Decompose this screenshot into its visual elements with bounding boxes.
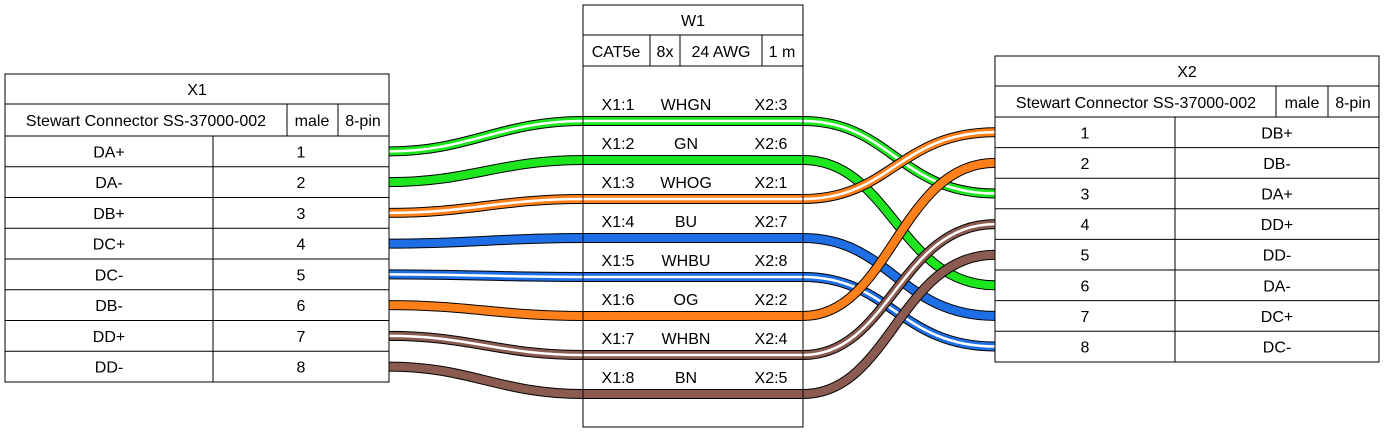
x2-pin-number: 1 bbox=[1081, 125, 1090, 142]
x2-pin-label: DB+ bbox=[1261, 125, 1293, 142]
x1-pin-number: 3 bbox=[297, 206, 306, 223]
wire-from-label: X1:2 bbox=[602, 136, 635, 153]
x1-pin-number: 2 bbox=[297, 175, 306, 192]
x2-pin-label: DC- bbox=[1263, 340, 1291, 357]
x2-pin-label: DA+ bbox=[1261, 187, 1293, 204]
cable-w1-type: CAT5e bbox=[592, 44, 641, 61]
connector-x1-gender: male bbox=[295, 113, 330, 130]
x1-pin-label: DB- bbox=[95, 298, 123, 315]
wire-from-label: X1:4 bbox=[602, 214, 635, 231]
x2-pin-label: DB- bbox=[1263, 156, 1291, 173]
wire-color-label: WHBU bbox=[662, 253, 711, 270]
connector-x1-pincount: 8-pin bbox=[345, 113, 381, 130]
x1-pin-label: DA- bbox=[95, 175, 123, 192]
wire-color-label: GN bbox=[674, 136, 698, 153]
x2-pin-number: 3 bbox=[1081, 187, 1090, 204]
connector-x2-gender: male bbox=[1285, 95, 1320, 112]
cable-w1-gauge: 24 AWG bbox=[692, 44, 751, 61]
cable-w1-wire-labels: X1:1 WHGN X2:3X1:2 GN X2:6X1:3 WHOG X2:1X1:4 BU… bbox=[602, 97, 788, 387]
x1-pin-label: DA+ bbox=[93, 144, 125, 161]
wire-to-label: X2:4 bbox=[755, 331, 788, 348]
x2-pin-number: 5 bbox=[1081, 248, 1090, 265]
cable-w1-count: 8x bbox=[657, 44, 674, 61]
connector-x2-pin-table: 1 DB+ 2 DB- 3 DA+ 4 DD+ 5 DD- 6 DA- 7 DC+ 8 DC- bbox=[995, 125, 1379, 357]
wire-from-label: X1:5 bbox=[602, 253, 635, 270]
cable-w1-title: W1 bbox=[681, 13, 705, 30]
wire-to-label: X2:3 bbox=[755, 97, 788, 114]
x2-pin-number: 8 bbox=[1081, 340, 1090, 357]
x1-pin-number: 4 bbox=[297, 237, 306, 254]
wire-color-label: BU bbox=[675, 214, 697, 231]
wire-color-label: BN bbox=[675, 370, 697, 387]
wire-from-label: X1:7 bbox=[602, 331, 635, 348]
connector-x1: X1 Stewart Connector SS-37000-002 male 8… bbox=[4, 73, 390, 383]
x2-pin-label: DA- bbox=[1263, 278, 1291, 295]
cable-w1: W1 CAT5e 8x 24 AWG 1 m X1:1 WHGN X2:3X1:2 G… bbox=[582, 4, 804, 428]
x2-pin-label: DD+ bbox=[1261, 217, 1293, 234]
connector-x2-title: X2 bbox=[1177, 64, 1197, 81]
connector-x2-part-number: Stewart Connector SS-37000-002 bbox=[1016, 95, 1256, 112]
wire-color-label: WHOG bbox=[660, 175, 712, 192]
wire-to-label: X2:6 bbox=[755, 136, 788, 153]
x1-pin-number: 5 bbox=[297, 267, 306, 284]
wire-color-label: OG bbox=[674, 292, 699, 309]
wire-to-label: X2:8 bbox=[755, 253, 788, 270]
wire-from-label: X1:8 bbox=[602, 370, 635, 387]
x1-pin-label: DC- bbox=[95, 267, 123, 284]
connector-x2: X2 Stewart Connector SS-37000-002 male 8… bbox=[994, 55, 1380, 363]
x2-pin-number: 2 bbox=[1081, 156, 1090, 173]
x2-pin-number: 6 bbox=[1081, 278, 1090, 295]
wire-from-label: X1:3 bbox=[602, 175, 635, 192]
connector-x1-part-number: Stewart Connector SS-37000-002 bbox=[26, 113, 266, 130]
cable-w1-frame bbox=[582, 4, 804, 428]
x2-pin-label: DD- bbox=[1263, 248, 1291, 265]
x1-pin-number: 8 bbox=[297, 360, 306, 377]
x1-pin-label: DC+ bbox=[93, 237, 125, 254]
x2-pin-number: 7 bbox=[1081, 309, 1090, 326]
x1-pin-number: 1 bbox=[297, 144, 306, 161]
x1-pin-label: DD+ bbox=[93, 329, 125, 346]
wire-to-label: X2:1 bbox=[755, 175, 788, 192]
x1-pin-label: DD- bbox=[95, 360, 123, 377]
connector-x1-title: X1 bbox=[187, 82, 207, 99]
connector-x2-pincount: 8-pin bbox=[1335, 95, 1371, 112]
x2-pin-label: DC+ bbox=[1261, 309, 1293, 326]
wire-color-label: WHBN bbox=[662, 331, 711, 348]
wire-to-label: X2:2 bbox=[755, 292, 788, 309]
x2-pin-number: 4 bbox=[1081, 217, 1090, 234]
x1-pin-number: 7 bbox=[297, 329, 306, 346]
wire-from-label: X1:6 bbox=[602, 292, 635, 309]
wire-to-label: X2:7 bbox=[755, 214, 788, 231]
connector-x1-pin-table: DA+ 1DA- 2DB+ 3DC+ 4DC- 5DB- 6DD+ 7DD- 8 bbox=[5, 144, 389, 377]
wire-color-label: WHGN bbox=[661, 97, 712, 114]
wire-to-label: X2:5 bbox=[755, 370, 788, 387]
wire-og bbox=[388, 157, 996, 321]
x1-pin-number: 6 bbox=[297, 298, 306, 315]
wire-from-label: X1:1 bbox=[602, 97, 635, 114]
cable-w1-length: 1 m bbox=[769, 44, 796, 61]
x1-pin-label: DB+ bbox=[93, 206, 125, 223]
